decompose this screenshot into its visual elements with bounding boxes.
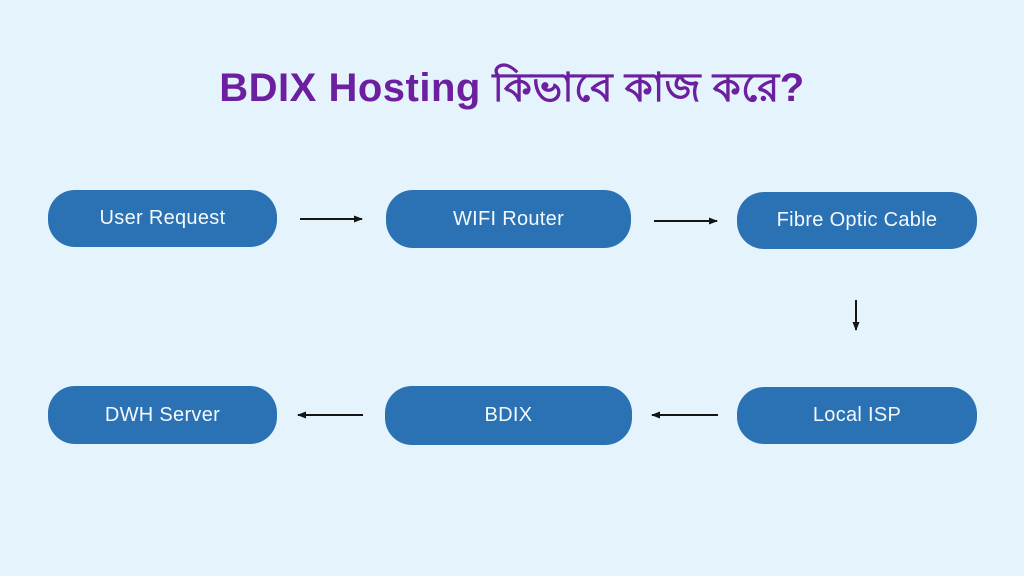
page-title: BDIX Hosting কিভাবে কাজ করে? xyxy=(219,66,805,110)
node-local-isp: Local ISP xyxy=(737,387,977,444)
node-fibre-optic-cable: Fibre Optic Cable xyxy=(737,192,977,249)
node-user-request: User Request xyxy=(48,190,277,247)
node-wifi-router-label: WIFI Router xyxy=(452,207,565,230)
node-dwh-server: DWH Server xyxy=(48,386,277,444)
node-bdix: BDIX xyxy=(385,386,632,445)
node-bdix-label: BDIX xyxy=(484,404,533,426)
node-user-request-label: User Request xyxy=(99,207,226,229)
node-dwh-server-label: DWH Server xyxy=(104,403,221,426)
node-fibre-optic-cable-label: Fibre Optic Cable xyxy=(776,209,938,231)
node-wifi-router: WIFI Router xyxy=(386,190,631,248)
node-local-isp-label: Local ISP xyxy=(812,404,902,426)
